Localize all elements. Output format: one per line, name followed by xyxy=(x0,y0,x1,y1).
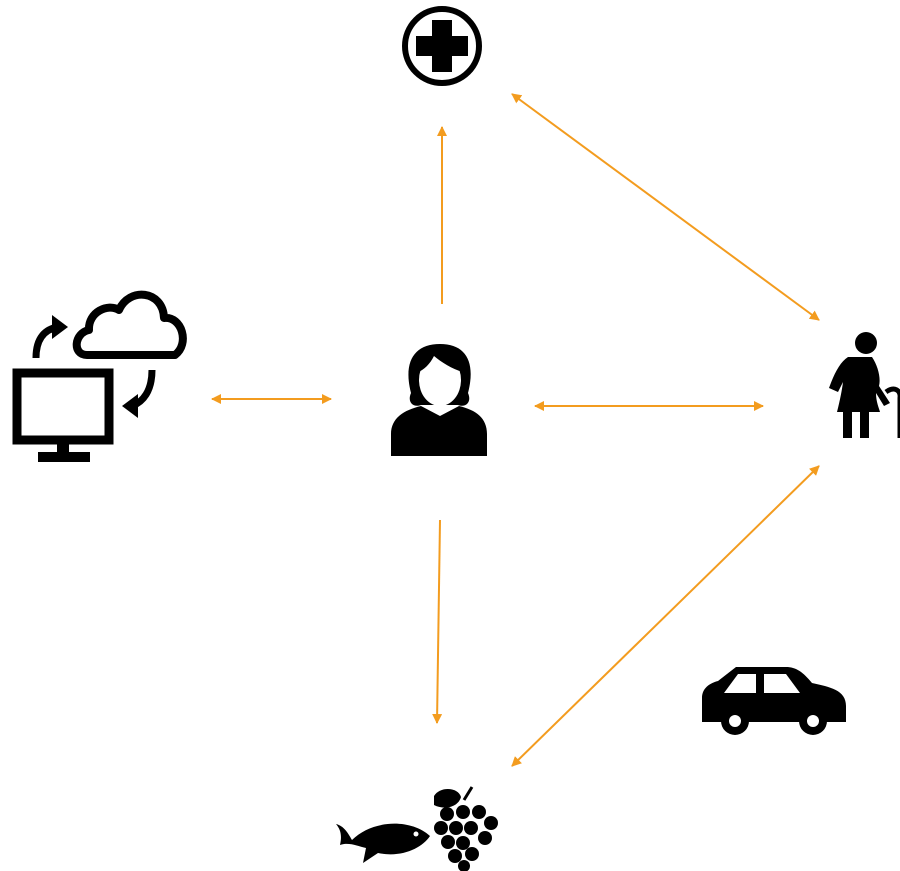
fish-and-grapes-icon xyxy=(336,786,498,871)
edge-person-to-food xyxy=(432,519,443,724)
computer-cloud-sync-icon xyxy=(12,290,187,462)
woman-person-icon xyxy=(391,344,487,456)
car-icon xyxy=(702,667,846,735)
edge-food-elderly xyxy=(511,465,820,767)
medical-cross-icon xyxy=(402,6,482,86)
edges xyxy=(211,93,820,767)
edge-medical-elderly xyxy=(511,93,820,321)
elderly-person-with-cane-icon xyxy=(829,332,900,438)
